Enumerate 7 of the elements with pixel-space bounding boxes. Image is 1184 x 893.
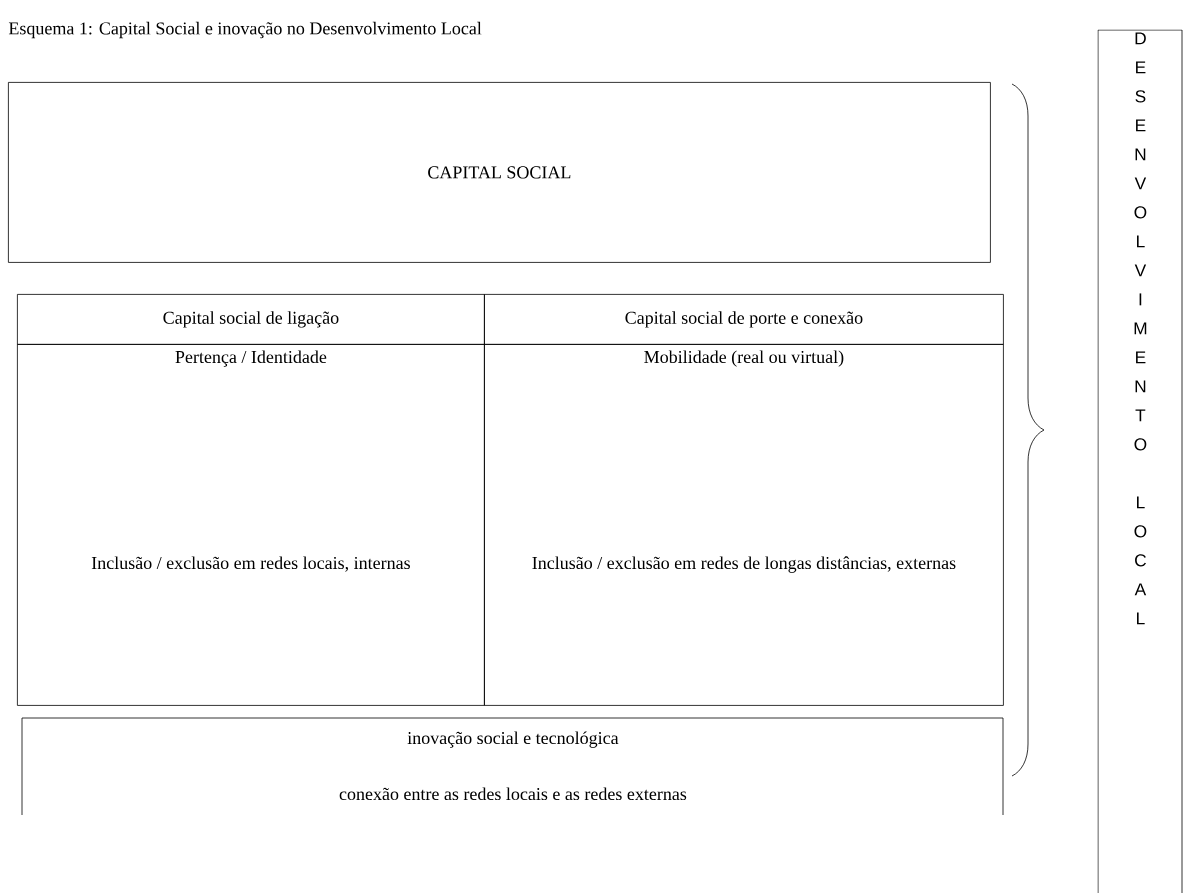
- heading-box: CAPITAL SOCIAL: [8, 82, 991, 263]
- table-cell: Mobilidade (real ou virtual) Inclusão / exclusão em redes de longas distâncias, externas: [484, 344, 1004, 706]
- table-header-cell: Capital social de porte e conexão: [484, 294, 1004, 345]
- table-header-cell: Capital social de ligação: [17, 294, 485, 345]
- vertical-text-box: DESENVOLVIMENTO LOCAL: [1097, 29, 1183, 893]
- open-box: inovação social e tecnológica conexão entre as redes locais e as redes externas: [21, 717, 1004, 816]
- title: Esquema 1: Capital Social e inovação no Desenvolvimento Local: [8, 21, 482, 39]
